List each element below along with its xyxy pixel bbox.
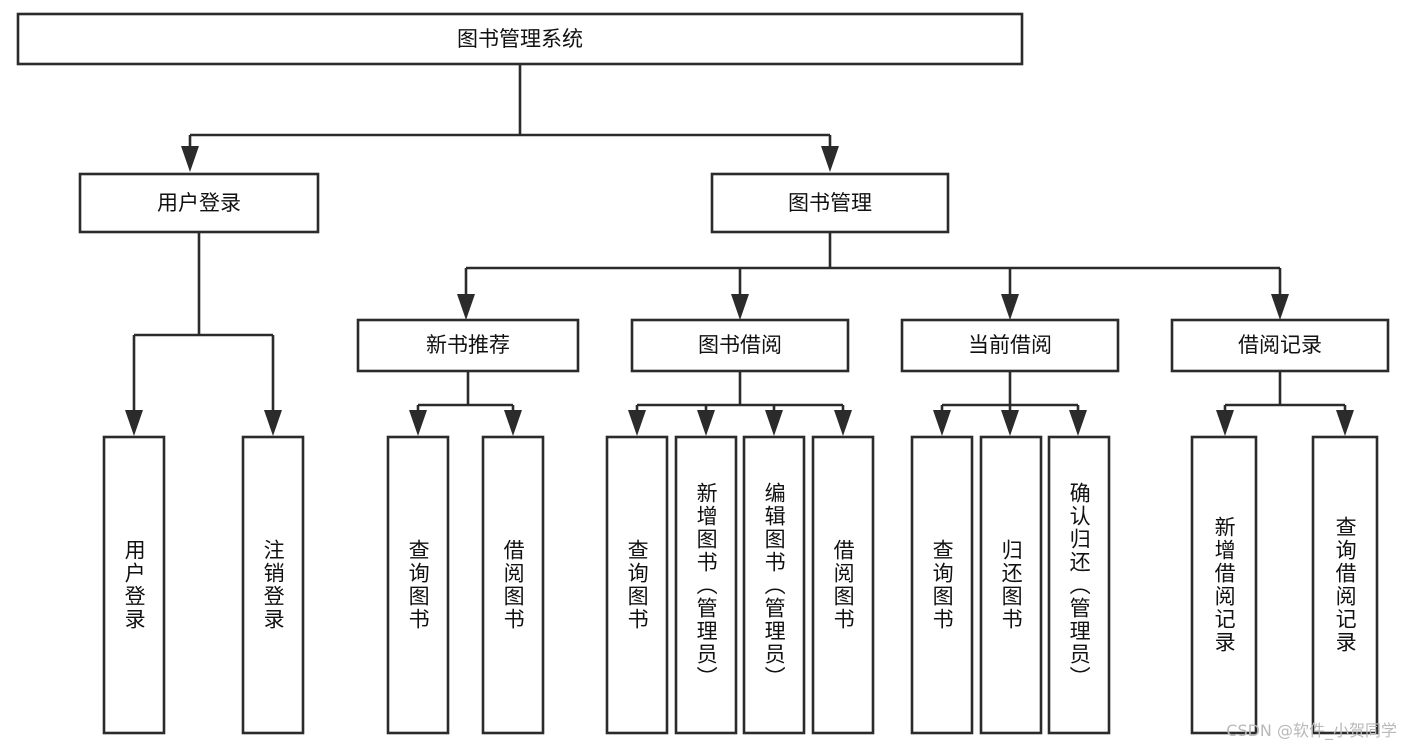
connector-group-book-borrow [628,371,852,436]
node-box-book-manage[interactable] [710,172,950,234]
node-box-borrow-record[interactable] [1170,318,1390,373]
node-box-leaf-logout[interactable] [241,435,305,735]
node-box-leaf-add-borrow-record[interactable] [1190,435,1258,735]
arrow-head-leaf-user-login [125,410,143,436]
arrow-head-book-borrow [731,294,749,320]
node-box-leaf-confirm-return-admin[interactable] [1047,435,1111,735]
node-box-new-book-rec[interactable] [356,318,580,373]
node-label-borrow-record: 借阅记录 [1238,333,1322,357]
arrow-head-leaf-return-book [1001,410,1019,436]
connector-group-root [181,64,839,172]
node-box-leaf-user-login[interactable] [102,435,166,735]
arrow-head-leaf-query-book-2 [628,410,646,436]
watermark-text: CSDN @软件_小贺同学 [1226,721,1397,740]
node-box-leaf-add-book-admin[interactable] [674,435,738,735]
arrow-head-leaf-confirm-return-admin [1069,410,1087,436]
connector-group-new-book-rec [409,371,522,436]
arrow-head-borrow-record [1271,294,1289,320]
node-label-user-login: 用户登录 [157,191,241,215]
node-box-leaf-edit-book-admin[interactable] [742,435,806,735]
arrow-head-leaf-borrow-book-2 [834,410,852,436]
node-box-root[interactable] [16,12,1024,66]
node-box-leaf-borrow-book-1[interactable] [481,435,545,735]
arrow-head-leaf-add-borrow-record [1216,410,1234,436]
node-box-current-borrow[interactable] [900,318,1120,373]
arrow-head-leaf-query-book-3 [933,410,951,436]
node-box-user-login[interactable] [78,172,320,234]
node-label-book-borrow: 图书借阅 [698,333,782,357]
arrow-head-book-manage [821,146,839,172]
arrow-head-leaf-query-borrow-record [1336,410,1354,436]
connector-group-borrow-record [1216,371,1354,436]
node-label-new-book-rec: 新书推荐 [426,333,510,357]
node-box-leaf-query-borrow-record[interactable] [1311,435,1379,735]
node-box-leaf-query-book-3[interactable] [910,435,974,735]
node-box-leaf-borrow-book-2[interactable] [811,435,875,735]
connector-group-user-login [125,232,282,436]
node-box-leaf-return-book[interactable] [979,435,1043,735]
node-label-root: 图书管理系统 [457,27,583,51]
node-box-leaf-query-book-1[interactable] [386,435,450,735]
arrow-head-leaf-borrow-book-1 [504,410,522,436]
node-label-book-manage: 图书管理 [788,191,872,215]
connector-group-current-borrow [933,371,1087,436]
arrow-head-current-borrow [1001,294,1019,320]
arrow-head-user-login [181,146,199,172]
node-label-current-borrow: 当前借阅 [968,333,1052,357]
arrow-head-new-book-rec [457,294,475,320]
arrow-head-leaf-logout [264,410,282,436]
node-box-leaf-query-book-2[interactable] [605,435,669,735]
arrow-head-leaf-add-book-admin [697,410,715,436]
node-box-book-borrow[interactable] [630,318,850,373]
connector-group-book-manage [457,232,1289,320]
arrow-head-leaf-edit-book-admin [765,410,783,436]
arrow-head-leaf-query-book-1 [409,410,427,436]
